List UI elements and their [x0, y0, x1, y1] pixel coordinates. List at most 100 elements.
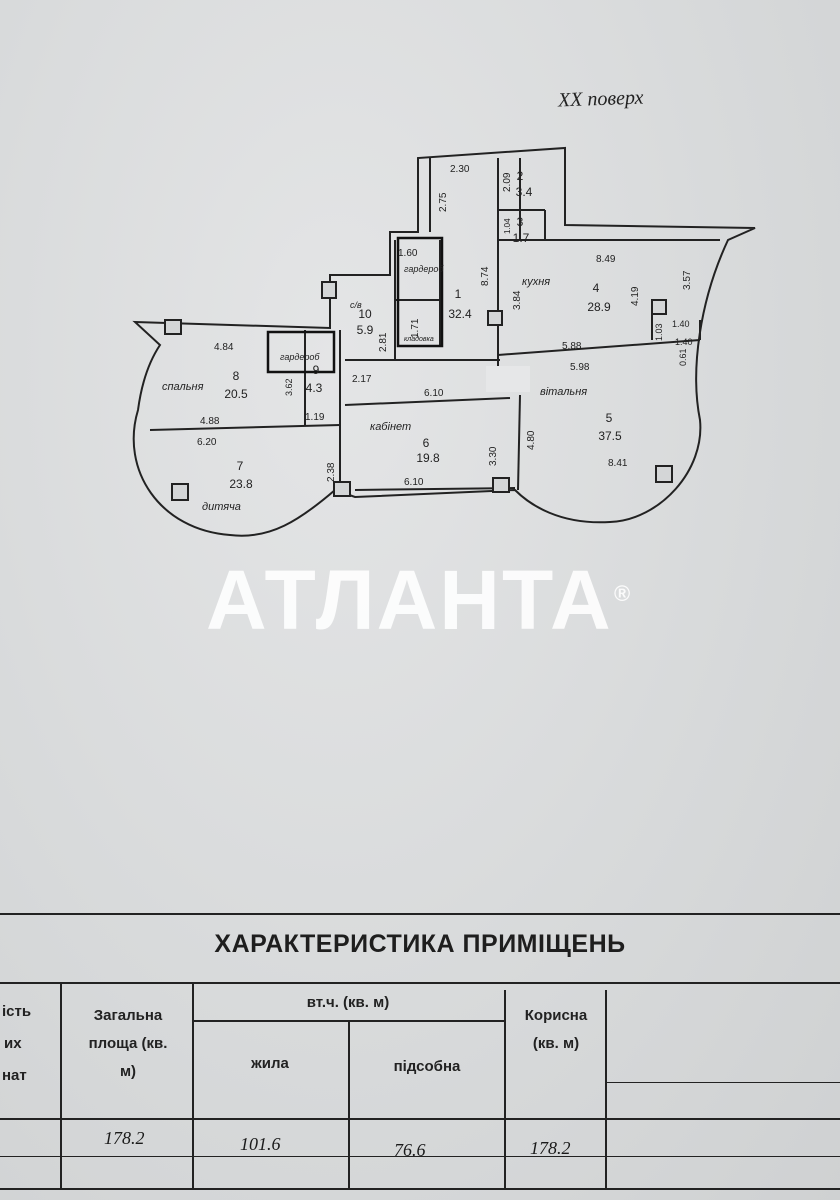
dim-label: 4.88: [200, 416, 220, 427]
room-7-num: 7: [237, 459, 244, 473]
column: [171, 483, 189, 501]
watermark-text: АТЛАНТА: [206, 553, 613, 647]
dim-label: 6.10: [404, 477, 424, 488]
wall: [344, 397, 511, 406]
table-rule: [60, 982, 62, 1190]
table-rule: [192, 982, 194, 1190]
header-auxiliary: підсобна: [393, 1058, 461, 1075]
room-9-area: 4.3: [306, 381, 323, 395]
room-name-bathroom: с/в: [350, 300, 362, 310]
dim-label: 4.84: [214, 342, 234, 353]
column: [164, 319, 182, 335]
room-5-area: 37.5: [598, 429, 622, 443]
dim-label: 2.81: [378, 332, 389, 352]
room-name-kitchen: кухня: [522, 276, 550, 288]
table-rule: [605, 1082, 840, 1083]
dim-label: 2.17: [352, 374, 372, 385]
plan-outer-wall: [132, 146, 756, 537]
dim-label: 5.88: [562, 341, 582, 352]
table-rule: [0, 982, 840, 984]
room-7-area: 23.8: [229, 477, 253, 491]
table-rule: [348, 1020, 350, 1190]
dim-label: 3.62: [284, 378, 294, 396]
room-10-num: 10: [358, 307, 372, 321]
dim-label: 5.98: [570, 362, 590, 373]
table-rule: [0, 913, 840, 915]
registered-mark: ®: [614, 581, 633, 606]
closet-label-2: гардероб: [404, 264, 444, 274]
watermark-logo: АТЛАНТА®: [206, 555, 646, 645]
dim-label: 6.10: [424, 388, 444, 399]
dim-label: 2.09: [502, 172, 513, 192]
wall: [517, 394, 521, 491]
wall: [354, 487, 516, 491]
dim-label: 1.60: [398, 248, 418, 259]
floor-label: XX поверх: [557, 86, 644, 112]
floor-plan: 1 32.4 2 3.4 3 1.7 4 28.9 5 37.5 6 19.8 …: [132, 146, 756, 537]
room-name-bedroom: спальня: [162, 381, 204, 393]
room-name-living: вітальня: [540, 386, 587, 398]
wall: [149, 424, 341, 431]
dim-label: 6.20: [197, 437, 217, 448]
table-rule: [0, 1188, 840, 1190]
dim-label: 8.41: [608, 458, 628, 469]
room-10-area: 5.9: [357, 323, 374, 337]
table-rule: [0, 1118, 840, 1120]
column-stub-line-2: их: [4, 1035, 22, 1052]
dim-label: 3.57: [682, 270, 693, 290]
room-4-area: 28.9: [587, 300, 611, 314]
pantry-label: кладовка: [404, 335, 434, 343]
header-including: вт.ч. (кв. м): [306, 994, 390, 1011]
room-3-area: 1.7: [513, 231, 530, 245]
closet-box: [266, 330, 336, 374]
column-stub-line-1: ість: [2, 1003, 32, 1020]
header-useful: Корисна (кв. м): [524, 1007, 588, 1052]
column: [487, 310, 503, 326]
room-9-num: 9: [313, 363, 320, 377]
room-6-num: 6: [423, 436, 430, 450]
dim-label: 1.71: [410, 318, 421, 338]
paper-patch: [486, 366, 530, 392]
dim-label: 3.84: [512, 290, 523, 310]
table-title: ХАРАКТЕРИСТИКА ПРИМІЩЕНЬ: [214, 930, 626, 958]
room-3-num: 3: [517, 215, 524, 229]
dim-label: 1.40: [672, 319, 690, 329]
dim-label: 4.19: [630, 286, 641, 306]
dim-label: 2.38: [326, 462, 337, 482]
dim-label: 2.30: [450, 164, 470, 175]
column: [321, 281, 337, 299]
column-stub-line-3: нат: [2, 1067, 27, 1084]
closet-box: [396, 236, 444, 348]
dim-label: 1.04: [503, 218, 512, 234]
column: [492, 477, 510, 493]
header-living: жила: [251, 1055, 289, 1072]
room-5-num: 5: [606, 411, 613, 425]
closet-label-1: гардероб: [280, 352, 320, 362]
room-1-num: 1: [455, 287, 462, 301]
room-8-num: 8: [233, 369, 240, 383]
wall: [497, 339, 701, 356]
room-2-num: 2: [517, 169, 524, 183]
table-rule: [0, 1156, 840, 1157]
room-name-nursery: дитяча: [202, 501, 241, 513]
value-living-area: 101.6: [240, 1134, 281, 1154]
dim-label: 1.19: [305, 412, 325, 423]
dim-label: 8.49: [596, 254, 616, 265]
dim-label: 8.74: [480, 266, 491, 286]
table-rule: [605, 990, 607, 1190]
dim-label: 0.61: [678, 348, 688, 366]
column: [651, 299, 667, 315]
room-name-study: кабінет: [370, 421, 411, 433]
value-useful-area: 178.2: [530, 1138, 571, 1158]
room-1-area: 32.4: [448, 307, 472, 321]
column: [655, 465, 673, 483]
room-6-area: 19.8: [416, 451, 440, 465]
dim-label: 1.03: [654, 323, 664, 341]
dim-label: 2.75: [438, 192, 449, 212]
dim-label: 4.80: [526, 430, 537, 450]
value-auxiliary-area: 76.6: [394, 1140, 426, 1160]
value-total-area: 178.2: [104, 1128, 145, 1148]
room-4-num: 4: [593, 281, 600, 295]
column: [333, 481, 351, 497]
